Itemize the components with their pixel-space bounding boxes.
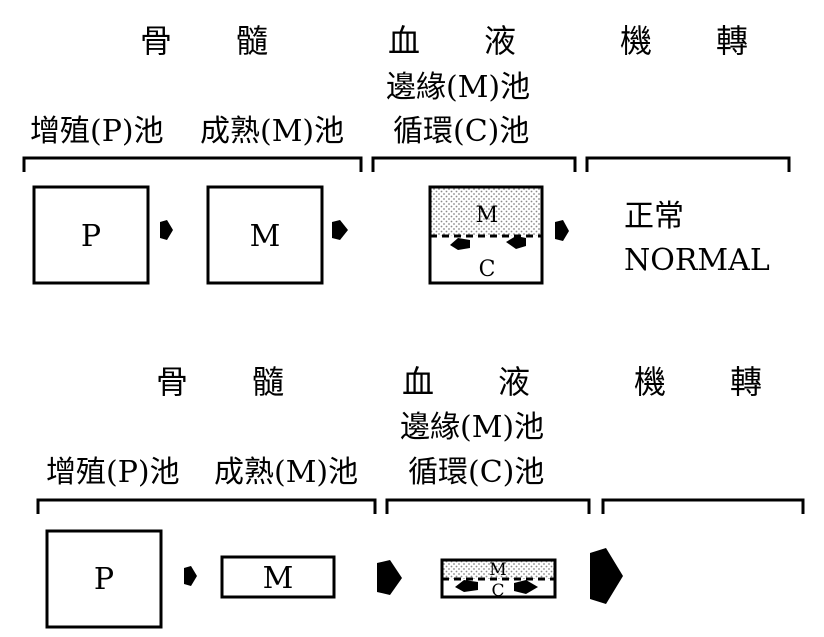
bone-marrow-bracket [22,156,363,172]
status-english: NORMAL [624,243,770,278]
maturation-box-label: M [263,561,294,596]
marginal-pool-box-label: M [489,560,506,580]
tissue-bracket [601,498,805,514]
arrow-icon [332,220,348,240]
blood-header: 血 液 [388,22,516,60]
normal-panel: 骨 髓 血 液 機 轉 邊緣(M)池 增殖(P)池 成熟(M)池 循環(C)池 … [22,22,791,285]
proliferation-pool-box [32,185,150,285]
maturation-pool-box [220,555,336,599]
circulating-pool-box-label: C [491,581,504,601]
maturation-pool-label: 成熟(M)池 [200,114,344,149]
blood-header: 血 液 [402,363,530,401]
tissue-header: 機 轉 [620,22,748,60]
bone-marrow-header: 骨 髓 [140,22,268,60]
proliferation-box-label: P [81,219,101,254]
circulating-pool-label: 循環(C)池 [408,455,544,490]
proliferation-pool-box [45,529,163,629]
exchange-arrow-icon [514,580,538,594]
blood-bracket [371,156,577,172]
exchange-arrow-icon [455,580,478,592]
arrow-icon [555,220,569,241]
proliferation-box-label: P [94,562,114,597]
blood-bracket [385,498,591,514]
blood-pool-box: M C [428,185,544,285]
bone-marrow-header: 骨 髓 [156,363,284,401]
proliferation-pool-label: 增殖(P)池 [30,114,164,149]
maturation-pool-box [206,185,324,285]
large-arrow-icon [590,548,623,604]
bone-marrow-bracket [36,498,377,514]
circulating-pool-box-label: C [479,257,496,282]
circulating-pool-label: 循環(C)池 [393,114,529,149]
large-arrow-icon [377,560,402,595]
exchange-arrow-icon [450,238,470,250]
proliferation-pool-label: 增殖(P)池 [46,455,180,490]
status-chinese: 正常 [624,199,684,234]
arrow-icon [160,220,173,240]
maturation-box-label: M [250,219,281,254]
marginal-pool-label: 邊緣(M)池 [400,410,544,445]
tissue-header: 機 轉 [634,363,762,401]
maturation-pool-label: 成熟(M)池 [214,455,358,490]
marginal-pool-box-label: M [476,203,499,228]
tissue-bracket [585,156,791,172]
abnormal-panel: 骨 髓 血 液 機 轉 邊緣(M)池 增殖(P)池 成熟(M)池 循環(C)池 … [36,363,805,629]
exchange-arrow-icon [506,236,526,249]
blood-pool-box: M C [440,558,557,601]
arrow-icon [184,566,197,586]
marginal-pool-label: 邊緣(M)池 [386,70,530,105]
